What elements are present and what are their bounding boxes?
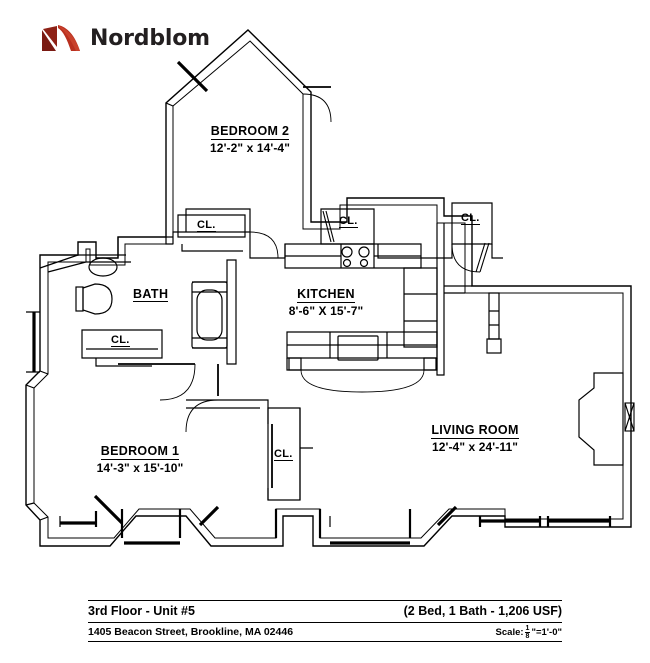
kitchen-post-left bbox=[288, 357, 302, 371]
room-dims-kitchen: 8'-6" X 15'-7" bbox=[288, 304, 364, 318]
floor-plan-drawing: BEDROOM 2 12'-2" x 14'-4" KITCHEN 8'-6" … bbox=[25, 29, 635, 547]
interior-wall-hall-bottom bbox=[186, 399, 269, 409]
nordblom-wordmark: Nordblom bbox=[90, 25, 210, 51]
exterior-wall-outer bbox=[25, 29, 632, 547]
kitchen-base-run bbox=[286, 358, 438, 371]
room-label-bedroom2: BEDROOM 2 12'-2" x 14'-4" bbox=[190, 122, 310, 155]
door-bedroom2-swing bbox=[302, 93, 332, 123]
closet-hall-door bbox=[322, 210, 332, 243]
title-block-rule-middle bbox=[88, 622, 562, 623]
room-dims-livingroom: 12'-4" x 24'-11" bbox=[431, 440, 519, 454]
kitchen-counter-right bbox=[403, 267, 438, 348]
scale-suffix: "=1'-0" bbox=[531, 627, 562, 638]
interior-wall-kitchen-left bbox=[249, 244, 286, 259]
door-bedroom1-swing bbox=[185, 399, 219, 433]
title-block-row-primary: 3rd Floor - Unit #5 (2 Bed, 1 Bath - 1,2… bbox=[88, 604, 562, 618]
interior-wall-kitchen-right bbox=[436, 223, 445, 376]
toilet-tank bbox=[75, 286, 84, 312]
kitchen-stove-burners bbox=[341, 246, 370, 268]
entry-foyer-walls bbox=[117, 237, 173, 258]
interior-wall-bath-right bbox=[226, 259, 237, 365]
kitchen-sink bbox=[337, 335, 379, 361]
nordblom-logo: Nordblom bbox=[40, 16, 240, 60]
kitchen-counter-top bbox=[284, 243, 422, 269]
room-name-bedroom1: BEDROOM 1 bbox=[100, 444, 180, 460]
floor-unit-label: 3rd Floor - Unit #5 bbox=[88, 604, 195, 618]
kitchen-arch bbox=[300, 369, 425, 393]
toilet bbox=[82, 283, 113, 315]
room-name-bedroom2: BEDROOM 2 bbox=[210, 124, 290, 140]
window-glazing-group bbox=[32, 60, 610, 545]
room-label-bath: BATH bbox=[133, 287, 169, 302]
bay-line-bedroom1-b bbox=[39, 370, 49, 521]
scale-fraction: 1 8 bbox=[524, 624, 531, 640]
interior-wall-entry-right bbox=[491, 244, 503, 259]
room-name-livingroom: LIVING ROOM bbox=[431, 423, 519, 439]
room-dims-bedroom1: 14'-3" x 15'-10" bbox=[96, 461, 184, 475]
bathtub-inner bbox=[196, 289, 223, 341]
closet-label-hall: CL. bbox=[339, 215, 358, 228]
title-block-rule-bottom bbox=[88, 641, 562, 642]
floor-plan-svg bbox=[25, 29, 635, 547]
closet-label-bedroom1: CL. bbox=[274, 448, 293, 461]
kitchen-post-right bbox=[423, 357, 437, 371]
scale-numerator: 1 bbox=[524, 624, 531, 633]
bay-line-bedroom1-a bbox=[25, 384, 35, 506]
window-right-wall-x2 bbox=[624, 402, 635, 432]
living-room-pier-wall bbox=[488, 292, 500, 340]
closet-bath-shelf bbox=[86, 348, 158, 367]
window-sill-bottom-lines bbox=[59, 516, 411, 527]
closet-label-bath: CL. bbox=[111, 334, 130, 347]
bathtub-rim bbox=[192, 281, 227, 349]
room-name-kitchen: KITCHEN bbox=[297, 287, 355, 303]
room-label-livingroom: LIVING ROOM 12'-4" x 24'-11" bbox=[410, 421, 540, 454]
closet-label-entry: CL. bbox=[461, 212, 480, 225]
interior-wall-living-top bbox=[444, 285, 472, 294]
interior-wall-entry-left bbox=[377, 244, 453, 259]
interior-wall-bedroom2-left bbox=[165, 102, 174, 238]
fireplace-alcove bbox=[578, 372, 624, 466]
interior-wall-bedroom1-right bbox=[299, 408, 313, 500]
scale-denominator: 8 bbox=[525, 632, 530, 640]
closet-bath-box bbox=[81, 329, 163, 359]
unit-summary-label: (2 Bed, 1 Bath - 1,206 USF) bbox=[403, 604, 562, 618]
door-closet-bedroom2-swing bbox=[249, 231, 279, 259]
room-label-bedroom1: BEDROOM 1 14'-3" x 15'-10" bbox=[75, 442, 205, 475]
closet-entry-swing bbox=[451, 243, 481, 273]
scale-prefix: Scale: bbox=[495, 627, 524, 638]
scale-note: Scale: 1 8 "=1'-0" bbox=[496, 625, 562, 640]
door-bath-swing bbox=[159, 363, 196, 401]
window-sill-left bbox=[26, 311, 40, 373]
address-label: 1405 Beacon Street, Brookline, MA 02446 bbox=[88, 626, 294, 638]
nordblom-n-logo-icon bbox=[42, 25, 80, 51]
room-dims-bedroom2: 12'-2" x 14'-4" bbox=[210, 141, 290, 155]
room-label-kitchen: KITCHEN 8'-6" X 15'-7" bbox=[266, 285, 386, 318]
closet-entry-door2 bbox=[475, 242, 486, 273]
closet-hall-door2 bbox=[325, 210, 335, 243]
title-block-rule-top bbox=[88, 600, 562, 601]
title-block-row-secondary: 1405 Beacon Street, Brookline, MA 02446 … bbox=[88, 625, 562, 640]
window-frames-group bbox=[94, 509, 612, 538]
title-block: 3rd Floor - Unit #5 (2 Bed, 1 Bath - 1,2… bbox=[88, 600, 562, 652]
window-right-wall bbox=[624, 402, 635, 432]
closet-band-walls bbox=[172, 208, 251, 244]
closet-bedroom2-shelf bbox=[181, 244, 243, 252]
bath-corner-diagonal bbox=[39, 254, 87, 273]
closet-entry-door bbox=[479, 242, 490, 273]
living-room-post bbox=[486, 338, 502, 354]
bath-sink bbox=[88, 257, 118, 277]
closet-bedroom2-box bbox=[177, 214, 246, 238]
exterior-wall-inner bbox=[33, 40, 624, 539]
closet-label-bedroom2: CL. bbox=[197, 219, 216, 232]
